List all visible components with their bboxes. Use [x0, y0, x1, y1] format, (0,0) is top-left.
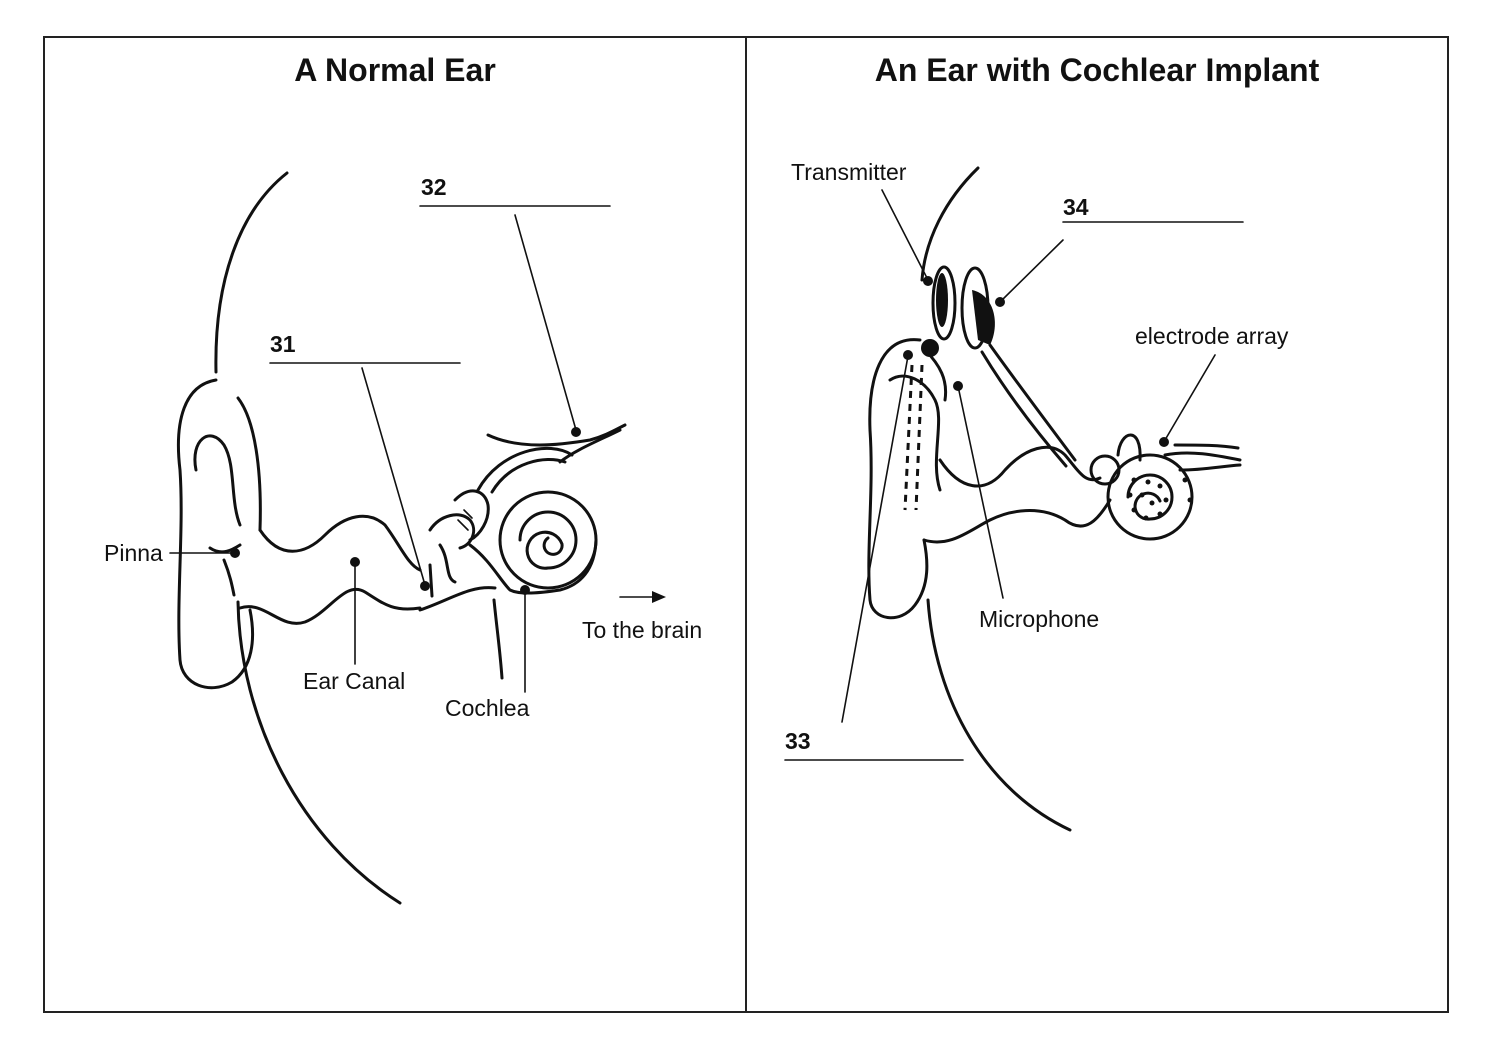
eardrum	[428, 563, 434, 598]
normal-ear-drawing	[169, 171, 666, 905]
head-outline-top	[920, 166, 980, 282]
blank-number-31: 31	[270, 331, 296, 357]
implant-cochlea	[1106, 453, 1194, 541]
label-cochlea: Cochlea	[445, 695, 530, 721]
transmitter	[931, 265, 957, 341]
head-outline-bottom	[926, 598, 1072, 832]
cochlea-spiral	[498, 490, 598, 590]
label-microphone: Microphone	[979, 606, 1100, 632]
panel-divider	[745, 36, 747, 1013]
label-to-the-brain: To the brain	[582, 617, 703, 643]
label-ear-canal: Ear Canal	[303, 668, 406, 694]
implant-ear-drawing	[784, 166, 1244, 832]
label-electrode-array: electrode array	[1135, 323, 1289, 349]
nerve	[486, 423, 627, 447]
head-outline-top	[214, 171, 289, 374]
label-pinna: Pinna	[104, 540, 163, 566]
pinna-outer	[176, 378, 255, 690]
electrode-dots	[1127, 477, 1193, 521]
pinna-outer	[867, 338, 929, 620]
head-outline-bottom	[236, 600, 402, 905]
arrow-icon	[652, 591, 666, 603]
ear-canal-top	[258, 514, 422, 572]
label-transmitter: Transmitter	[791, 159, 907, 185]
receiver	[972, 290, 995, 345]
ear-canal-bottom	[238, 588, 422, 625]
blank-number-33: 33	[785, 728, 811, 754]
blank-number-32: 32	[421, 174, 447, 200]
blank-number-34: 34	[1063, 194, 1089, 220]
panel-title-normal-ear: A Normal Ear	[294, 52, 496, 88]
panel-title-cochlear-implant: An Ear with Cochlear Implant	[874, 52, 1320, 88]
